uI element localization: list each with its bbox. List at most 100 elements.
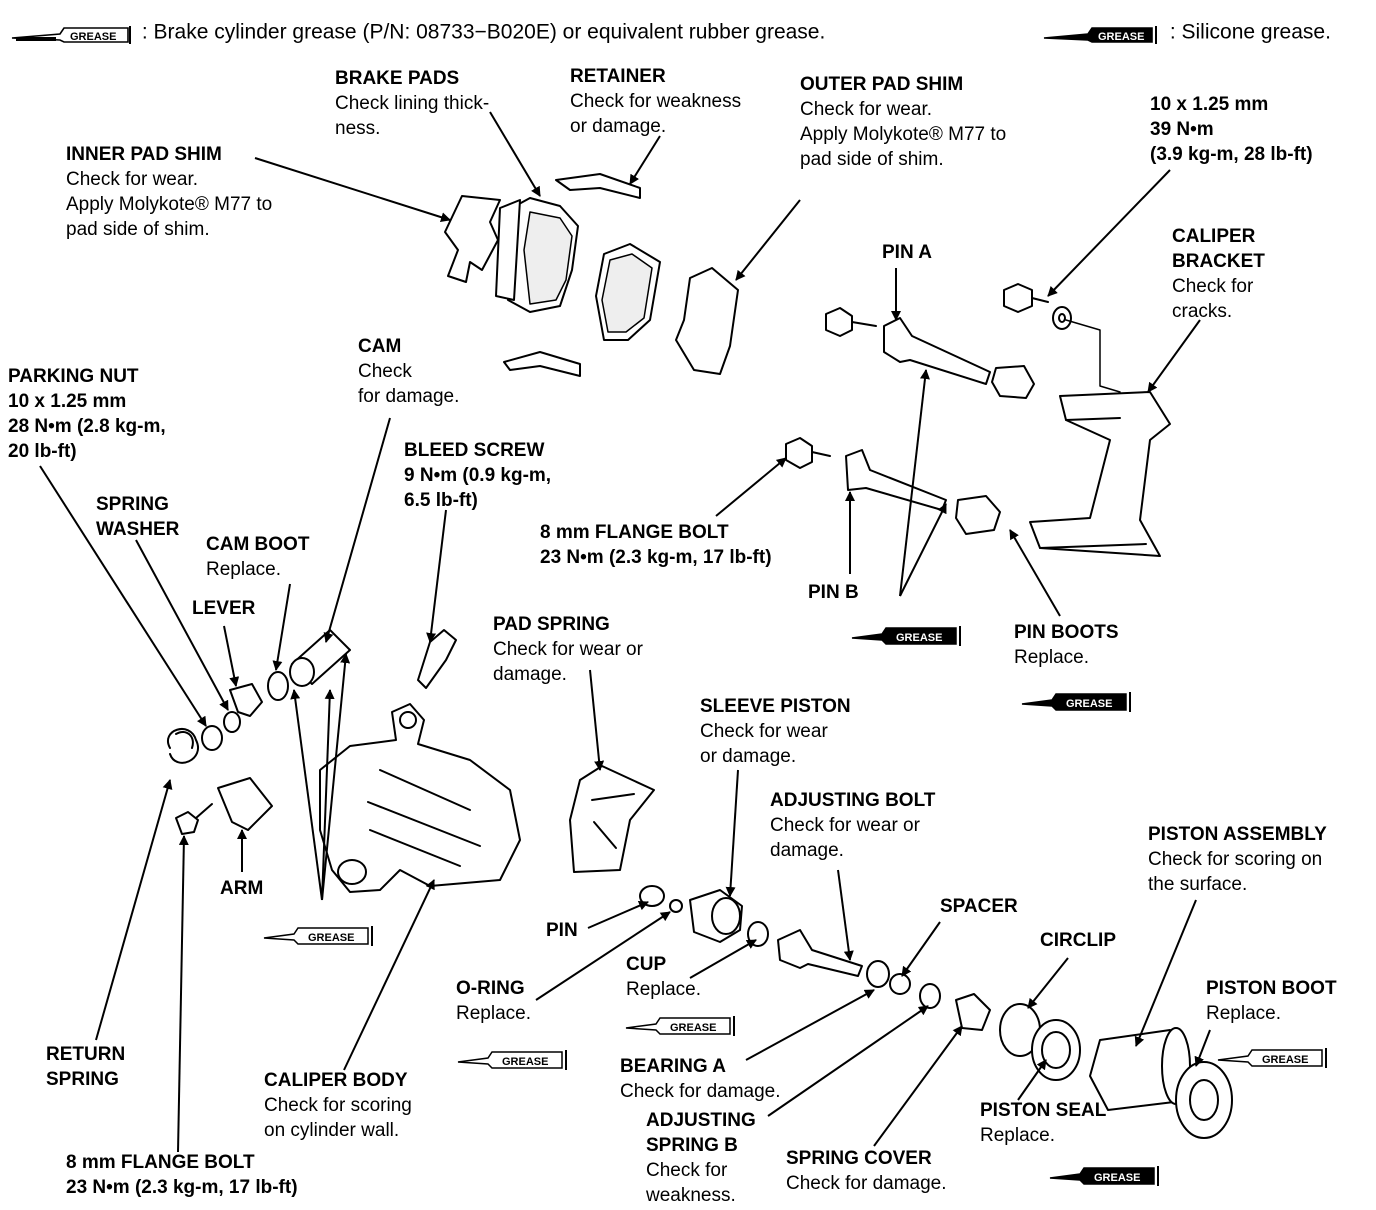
leader-cup [689, 939, 757, 979]
label-pin-boots: PIN BOOTS Replace. [1014, 622, 1119, 668]
leader-adjusting-bolt [837, 869, 854, 961]
pin-b-body [845, 449, 947, 511]
grease-tag-pins: GREASE [896, 632, 942, 644]
label-flange-bolt-top: 8 mm FLANGE BOLT 23 N•m (2.3 kg-m, 17 lb… [540, 522, 772, 568]
bracket-washer-hole [1058, 313, 1066, 323]
leader-grease-pin-a [899, 369, 930, 597]
spring-cover-shape [955, 993, 991, 1031]
brake-pad-outer-lining [601, 253, 653, 333]
parking-nut-shape [201, 725, 223, 751]
leader-parking-nut [39, 465, 207, 727]
bracket-bolt-shaft [1031, 297, 1049, 303]
leader-piston-seal [1017, 1059, 1047, 1101]
leader-grease-pin-b [899, 503, 947, 597]
grease-marker-cam: GREASE [263, 926, 373, 946]
label-caliper-bracket: CALIPER BRACKET Check for cracks. [1172, 226, 1265, 322]
piston-seal-inner [1041, 1031, 1071, 1069]
leader-pin [587, 900, 649, 929]
spacer-shape [889, 973, 911, 995]
flange-bolt-bottom-shape [175, 811, 199, 835]
grease-tag-pin-boots: GREASE [1066, 698, 1112, 710]
leader-pin-boots [1009, 529, 1061, 617]
caliper-body-details [367, 769, 481, 867]
leader-pad-spring [589, 669, 605, 771]
grease-tube-icon: GREASE [11, 26, 131, 44]
label-piston-seal: PISTON SEAL Replace. [980, 1100, 1107, 1146]
retainer-top-shape [555, 173, 641, 199]
pin-a-bolt [825, 307, 853, 337]
label-caliper-body: CALIPER BODY Check for scoring on cylind… [264, 1070, 412, 1141]
grease-markers: GREASE GREASE GREASE GREASE GREASE GREAS… [263, 626, 1327, 1186]
flange-bolt-top-shaft [811, 451, 831, 457]
leader-grease-cam-2 [321, 689, 335, 901]
leader-bracket-bolt [1047, 169, 1171, 297]
label-spring-cover: SPRING COVER Check for damage. [786, 1148, 947, 1194]
leader-outer-pad-shim [735, 199, 801, 281]
label-outer-pad-shim: OUTER PAD SHIM Check for wear. Apply Mol… [800, 74, 1007, 170]
legend-brake-grease-tag: GREASE [70, 31, 116, 43]
label-pad-spring: PAD SPRING Check for wear or damage. [493, 614, 643, 685]
leader-piston-boot [1194, 1029, 1211, 1067]
leader-o-ring [535, 911, 671, 1001]
label-pin-b: PIN B [808, 582, 859, 603]
grease-tag-o-ring: GREASE [502, 1056, 548, 1068]
label-brake-pads: BRAKE PADS Check lining thick- ness. [335, 68, 490, 139]
adjusting-bolt-shape [777, 929, 863, 977]
leader-lever [223, 625, 240, 687]
pad-spring-shape [569, 765, 655, 873]
pin-a-boot [991, 365, 1035, 399]
leader-spacer [901, 921, 941, 977]
bracket-washer [1052, 306, 1072, 330]
label-bearing-a: BEARING A Check for damage. [620, 1056, 781, 1102]
grease-tag-cam: GREASE [308, 932, 354, 944]
caliper-body-shape [319, 703, 521, 893]
grease-marker-piston-seal: GREASE [1049, 1166, 1159, 1186]
caliper-bracket-edges [1039, 417, 1147, 549]
flange-bolt-top-shape [785, 437, 813, 469]
piston-boot-shape [1175, 1061, 1233, 1139]
silicone-grease-tube-icon: GREASE [1043, 26, 1157, 44]
label-o-ring: O-RING Replace. [456, 978, 531, 1024]
leader-inner-pad-shim [254, 157, 451, 223]
grease-tag-cup: GREASE [670, 1022, 716, 1034]
brake-pad-backplate [495, 199, 521, 301]
leader-adjusting-spring-b [767, 1005, 929, 1117]
caliper-body-bleed-port [399, 711, 417, 729]
label-cam: CAM Check for damage. [358, 336, 460, 407]
bearing-a-shape [866, 960, 890, 988]
leader-caliper-bracket [1147, 319, 1201, 393]
grease-tag-piston-seal: GREASE [1094, 1172, 1140, 1184]
label-pin-a: PIN A [882, 242, 932, 263]
sleeve-piston-end [711, 897, 741, 935]
pin-b-boot [955, 495, 1001, 535]
bracket-bolt-guide [1065, 319, 1121, 393]
legend-brake-grease: GREASE : Brake cylinder grease (P/N: 087… [8, 20, 825, 46]
spring-washer-shape [223, 711, 241, 733]
leader-grease-cam-1 [290, 689, 323, 901]
label-cam-boot: CAM BOOT Replace. [206, 534, 310, 580]
leader-spring-cover [873, 1025, 963, 1147]
leader-cam-boot [272, 583, 291, 671]
pad-spring-details [591, 793, 635, 849]
legend-silicone-grease-text: : Silicone grease. [1169, 20, 1331, 44]
adjusting-spring-b-shape [919, 983, 941, 1009]
brake-pad-lining [523, 211, 573, 305]
bleed-screw-shape [417, 629, 457, 689]
label-piston-assembly: PISTON ASSEMBLY Check for scoring on the… [1148, 824, 1327, 895]
leader-circlip [1027, 957, 1069, 1009]
grease-marker-o-ring: GREASE [457, 1050, 567, 1070]
flange-bolt-bottom-shaft [195, 803, 213, 819]
leader-flange-bolt-top [715, 457, 787, 517]
leader-flange-bolt-bottom [177, 835, 189, 1153]
pin-a-body [883, 317, 991, 385]
grease-tag-piston-boot: GREASE [1262, 1054, 1308, 1066]
label-adjusting-spring-b: ADJUSTING SPRING B Check for weakness. [646, 1110, 756, 1206]
legend-silicone-grease-tag: GREASE [1098, 31, 1144, 43]
grease-marker-piston-boot: GREASE [1217, 1048, 1327, 1068]
leader-return-spring [95, 779, 173, 1041]
leader-bearing-a [745, 989, 875, 1061]
outer-pad-shim-shape [675, 267, 739, 375]
retainer-bottom-shape [503, 351, 581, 377]
label-arm: ARM [220, 878, 264, 899]
